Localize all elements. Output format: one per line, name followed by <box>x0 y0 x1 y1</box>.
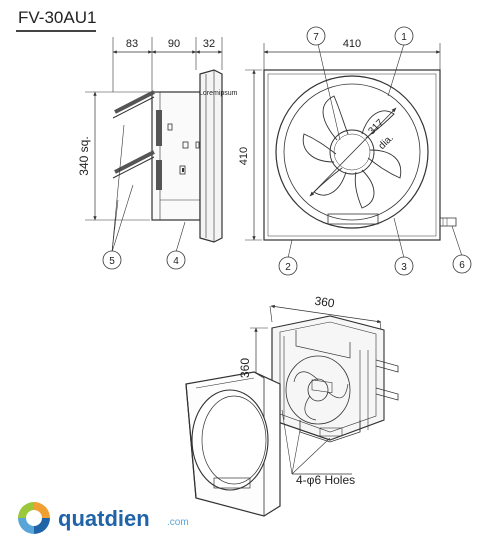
callout-5: 5 <box>109 256 115 267</box>
diameter-unit: dia. <box>377 133 396 152</box>
swirl-logo-icon <box>18 502 50 534</box>
front-dim-410-height: 410 <box>238 147 250 165</box>
side-view <box>85 37 223 270</box>
title-underline <box>16 30 96 32</box>
callout-1: 1 <box>401 32 407 43</box>
logo-suffix: .com <box>167 517 189 528</box>
front-view <box>245 26 472 276</box>
side-dim-340sq: 340 sq. <box>77 136 91 175</box>
callout-4: 4 <box>173 256 179 267</box>
iso-view <box>185 304 399 517</box>
iso-dim-360-height: 360 <box>238 358 252 378</box>
callout-7: 7 <box>313 32 319 43</box>
diameter-value: 317 <box>366 117 386 137</box>
drawing-title: FV-30AU1 <box>18 8 97 27</box>
callout-2: 2 <box>285 262 291 273</box>
side-dim-83: 83 <box>126 38 138 50</box>
side-dim-32: 32 <box>203 38 215 50</box>
side-label-text: Loremipsum <box>199 90 238 97</box>
callout-6: 6 <box>459 260 465 271</box>
callout-3: 3 <box>401 262 407 273</box>
front-dim-410-width: 410 <box>343 38 361 50</box>
quatdien-logo <box>18 502 50 534</box>
holes-label: 4-φ6 Holes <box>296 473 355 487</box>
iso-dim-360-width: 360 <box>314 294 336 311</box>
logo-name: quatdien <box>58 506 150 531</box>
side-dim-90: 90 <box>168 38 180 50</box>
